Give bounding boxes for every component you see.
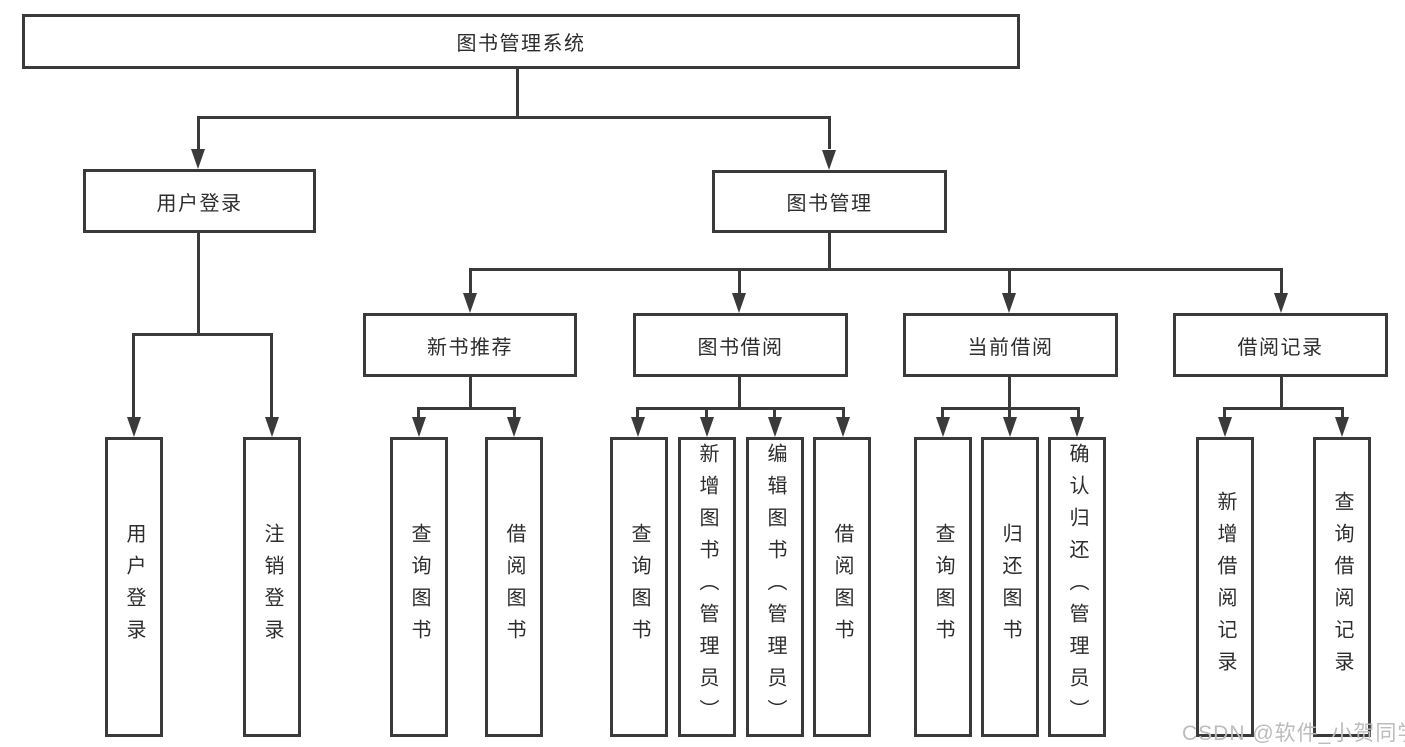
arrowhead-icon: [265, 417, 279, 437]
connector-bookmgmt-drop: [1280, 271, 1283, 293]
connector-newbook-drop: [417, 410, 420, 417]
leaf-query-books-recommend: 查询图书: [390, 437, 448, 737]
arrowhead-icon: [1274, 293, 1288, 313]
connector-records-drop: [1223, 410, 1226, 417]
connector-currentborrow-drop: [1077, 410, 1080, 417]
arrowhead-icon: [768, 417, 782, 437]
connector-userlogin-drop: [132, 336, 135, 417]
leaf-add-borrow-record: 新增借阅记录: [1196, 437, 1254, 737]
connector-bookborrow-drop: [636, 410, 639, 417]
connector-bookborrow-drop: [842, 410, 845, 417]
connector-bookborrow-drop: [705, 410, 708, 417]
leaf-query-borrow-record: 查询借阅记录: [1313, 437, 1371, 737]
connector-currentborrow-drop: [941, 410, 944, 417]
arrowhead-icon: [1003, 417, 1017, 437]
connector-bookmgmt-stem: [828, 233, 831, 271]
leaf-query-books-current: 查询图书: [914, 437, 972, 737]
connector-bookborrow-drop: [773, 410, 776, 417]
arrowhead-icon: [1070, 417, 1084, 437]
arrowhead-icon: [507, 417, 521, 437]
leaf-edit-books-admin: 编辑图书（管理员）: [746, 437, 804, 737]
connector-currentborrow-drop: [1008, 410, 1011, 417]
arrowhead-icon: [822, 150, 836, 170]
node-current-borrow: 当前借阅: [903, 313, 1118, 377]
node-book-borrow: 图书借阅: [633, 313, 848, 377]
connector-root-drop-right: [828, 119, 831, 149]
connector-records-drop: [1341, 410, 1344, 417]
connector-newbook-branch: [417, 407, 516, 410]
connector-records-branch: [1223, 407, 1344, 410]
node-borrow-records: 借阅记录: [1173, 313, 1388, 377]
csdn-watermark: CSDN @软件_小贺同学: [1182, 722, 1405, 745]
connector-bookborrow-branch: [636, 407, 845, 410]
connector-userlogin-stem: [197, 233, 200, 336]
connector-records-stem: [1280, 377, 1283, 410]
connector-bookmgmt-drop: [738, 271, 741, 293]
leaf-return-books: 归还图书: [981, 437, 1039, 737]
leaf-borrow-books-recommend: 借阅图书: [485, 437, 543, 737]
leaf-confirm-return-admin: 确认归还（管理员）: [1048, 437, 1106, 737]
arrowhead-icon: [463, 293, 477, 313]
arrowhead-icon: [936, 417, 950, 437]
arrowhead-icon: [1002, 293, 1016, 313]
leaf-add-books-admin: 新增图书（管理员）: [678, 437, 736, 737]
connector-root-drop-left: [197, 119, 200, 149]
leaf-logout: 注销登录: [243, 437, 301, 737]
leaf-user-login: 用户登录: [105, 437, 163, 737]
arrowhead-icon: [836, 417, 850, 437]
connector-bookmgmt-drop: [1008, 271, 1011, 293]
arrowhead-icon: [191, 149, 205, 169]
connector-root-branch: [197, 116, 831, 119]
arrowhead-icon: [732, 293, 746, 313]
arrowhead-icon: [1335, 417, 1349, 437]
connector-newbook-drop: [513, 410, 516, 417]
connector-currentborrow-branch: [941, 407, 1080, 410]
arrowhead-icon: [631, 417, 645, 437]
node-new-book-recommend: 新书推荐: [363, 313, 577, 377]
leaf-query-books-borrow: 查询图书: [610, 437, 668, 737]
connector-root-stem: [516, 69, 519, 119]
leaf-borrow-books: 借阅图书: [813, 437, 871, 737]
node-book-management: 图书管理: [712, 170, 947, 233]
node-user-login: 用户登录: [83, 169, 316, 233]
connector-bookmgmt-drop: [469, 271, 472, 293]
arrowhead-icon: [412, 417, 426, 437]
connector-userlogin-drop: [270, 336, 273, 417]
connector-bookmgmt-branch: [469, 268, 1283, 271]
node-root: 图书管理系统: [22, 14, 1020, 69]
arrowhead-icon: [1218, 417, 1232, 437]
connector-newbook-stem: [469, 377, 472, 410]
arrowhead-icon: [700, 417, 714, 437]
connector-currentborrow-stem: [1008, 377, 1011, 410]
connector-bookborrow-stem: [738, 377, 741, 410]
arrowhead-icon: [127, 417, 141, 437]
connector-userlogin-branch: [132, 333, 273, 336]
